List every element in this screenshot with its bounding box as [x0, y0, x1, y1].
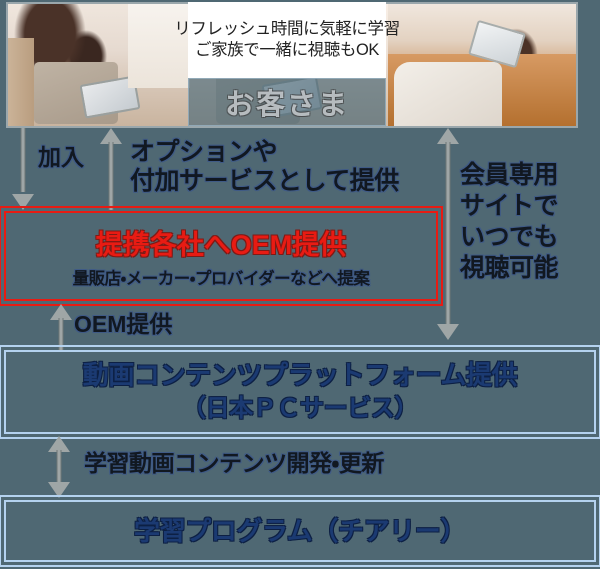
- arrow-down-join-head: [12, 194, 34, 210]
- arrow-up-oem-shaft: [58, 318, 64, 350]
- photo-woman-sofa: [388, 4, 576, 126]
- platform-box-subtitle: （日本ＰＣサービス）: [182, 395, 418, 422]
- photo-family-tablet: [8, 4, 190, 126]
- arrow-down-join-shaft: [20, 128, 26, 192]
- arrow-up-oem-head: [50, 304, 72, 320]
- banner-caption-line-2: ご家族で一緒に視聴もOK: [194, 41, 380, 59]
- arrow-double-member-site: [437, 128, 459, 340]
- label-oem-offer: OEM提供: [74, 311, 173, 337]
- platform-box: 動画コンテンツプラットフォーム提供 （日本ＰＣサービス）: [0, 345, 600, 439]
- label-join: 加入: [38, 144, 84, 170]
- arrow-up-provide: [100, 128, 122, 210]
- oem-offer-box: 提携各社へOEM提供 量販店・メーカー・プロバイダーなどへ提案: [0, 206, 443, 306]
- arrow-double-development-head-up: [48, 436, 70, 452]
- program-box: 学習プログラム（チアリー）: [0, 495, 600, 567]
- label-option-service: オプションや 付加サービスとして提供: [130, 138, 399, 195]
- oem-offer-title: 提携各社へOEM提供: [95, 230, 347, 260]
- photo-robe-detail: [394, 62, 502, 126]
- arrow-double-development-head-down: [48, 482, 70, 498]
- arrow-up-oem: [50, 304, 72, 350]
- customer-label-box: お客さま: [188, 78, 386, 126]
- arrow-double-development: [48, 436, 70, 498]
- customer-label-text: お客さま: [224, 89, 349, 121]
- oem-offer-subtitle: 量販店・メーカー・プロバイダーなどへ提案: [72, 270, 370, 288]
- banner-caption-panel: リフレッシュ時間に気軽に学習 ご家族で一緒に視聴もOK: [174, 2, 400, 78]
- photo-chair-detail: [8, 38, 34, 126]
- arrow-double-member-head-up: [437, 128, 459, 144]
- platform-box-title: 動画コンテンツプラットフォーム提供: [82, 360, 518, 390]
- arrow-double-member-head-down: [437, 324, 459, 340]
- photo-window-detail: [128, 4, 190, 88]
- arrow-double-development-shaft: [56, 450, 62, 484]
- label-member-site: 会員専用 サイトで いつでも 視聴可能: [460, 161, 559, 282]
- arrow-down-join: [12, 128, 34, 210]
- arrow-double-member-shaft: [445, 142, 451, 326]
- arrow-up-provide-shaft: [108, 142, 114, 210]
- banner-caption-line-1: リフレッシュ時間に気軽に学習: [174, 20, 400, 38]
- label-content-development: 学習動画コンテンツ開発・更新: [84, 450, 384, 476]
- program-box-title: 学習プログラム（チアリー）: [133, 515, 467, 546]
- arrow-up-provide-head: [100, 128, 122, 144]
